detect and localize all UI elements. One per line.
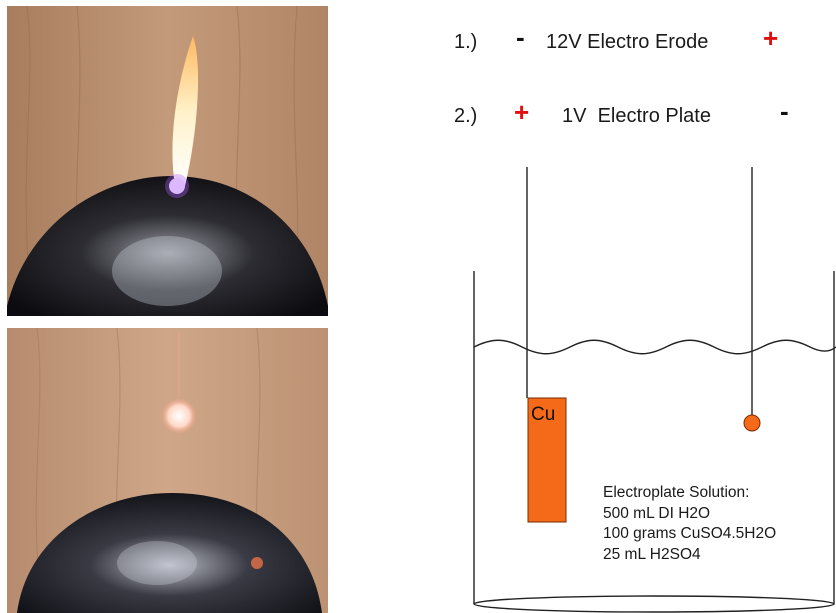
step-label: 12V Electro Erode xyxy=(546,31,709,53)
electro-plate-photo xyxy=(7,328,328,613)
step-label: 1V Electro Plate xyxy=(562,105,711,127)
minus-sign: - xyxy=(516,22,525,52)
electro-erode-photo xyxy=(7,6,328,316)
solution-line: 100 grams CuSO4.5H2O xyxy=(603,525,777,542)
solution-title: Electroplate Solution: xyxy=(603,484,750,501)
solution-line: 25 mL H2SO4 xyxy=(603,545,701,563)
solution-recipe: Electroplate Solution: 500 mL DI H2O 100… xyxy=(603,483,776,565)
minus-sign: - xyxy=(780,96,789,126)
step-number: 1.) xyxy=(454,31,478,53)
workpiece-ball xyxy=(743,414,761,432)
step-number: 2.) xyxy=(454,105,478,127)
solution-line: 500 mL DI H2O xyxy=(603,504,711,522)
beaker-base xyxy=(473,595,835,613)
plus-sign: + xyxy=(763,23,779,53)
plus-sign: + xyxy=(514,97,530,127)
liquid-surface xyxy=(473,339,836,355)
anode-label: Cu xyxy=(531,404,556,425)
electroplating-diagram xyxy=(473,167,836,613)
copper-anode xyxy=(527,397,567,523)
